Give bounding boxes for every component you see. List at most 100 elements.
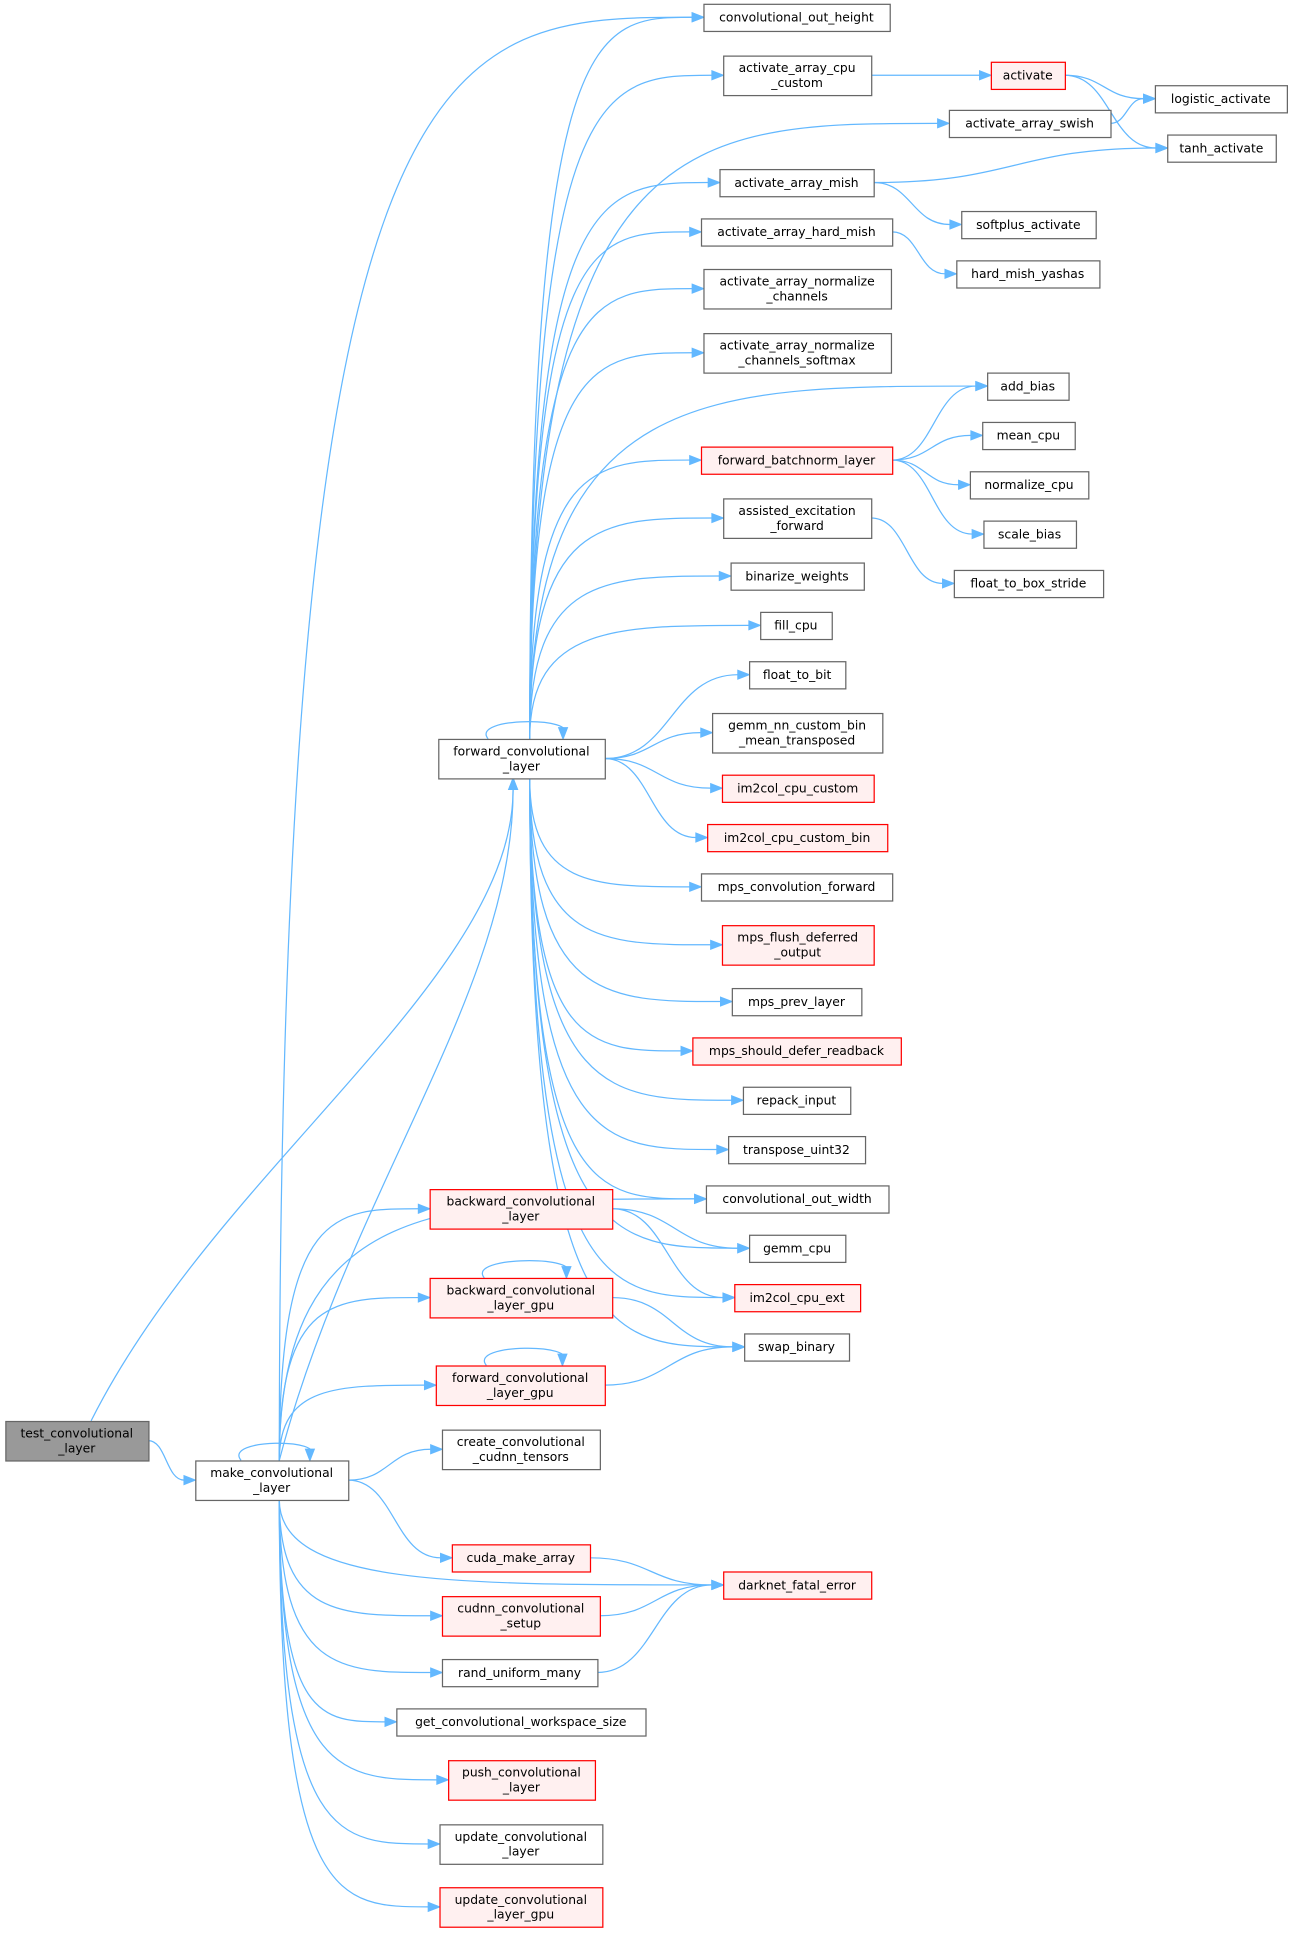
node-mean[interactable]: mean_cpu [982,421,1076,451]
node-trans[interactable]: transpose_uint32 [728,1135,867,1165]
edge-fwd-to-f2bit-arrowhead [737,669,751,680]
node-i2ce[interactable]: im2col_cpu_ext [734,1283,862,1313]
node-push[interactable]: push_convolutional_layer [448,1760,597,1801]
node-swish[interactable]: activate_array_swish [948,109,1112,139]
node-f2bs[interactable]: float_to_box_stride [953,569,1105,599]
node-box [734,1283,862,1313]
node-fwd[interactable]: forward_convolutional_layer [438,738,606,780]
node-box [987,372,1070,401]
node-label: forward_convolutional [453,744,589,758]
node-gemmnn[interactable]: gemm_nn_custom_bin_mean_transposed [711,712,884,754]
node-box [731,987,863,1017]
edge-fwd-to-mpsfl [529,778,711,946]
node-cudnns[interactable]: cudnn_convolutional_setup [441,1596,601,1637]
node-hmish[interactable]: activate_array_hard_mish [700,218,894,247]
node-f2bit[interactable]: float_to_bit [748,661,847,690]
node-box [441,1658,599,1688]
edge-fwd-to-outw [529,778,695,1200]
node-i2ccb[interactable]: im2col_cpu_custom_bin [707,823,889,853]
edge-fwd-to-outw-arrowhead [694,1193,708,1205]
node-norm[interactable]: normalize_cpu [969,471,1090,500]
edge-fwd-to-f2bit [604,674,738,760]
node-fill[interactable]: fill_cpu [760,611,833,641]
node-mpsf[interactable]: mps_convolution_forward [700,873,894,902]
node-box [721,925,875,966]
edge-fbn-to-mean [892,434,972,461]
node-anc[interactable]: activate_array_normalize_channels [703,268,893,310]
node-repack[interactable]: repack_input [742,1086,852,1116]
node-bwdg[interactable]: backward_convolutional_layer_gpu [429,1277,614,1319]
node-fwdg[interactable]: forward_convolutional_layer_gpu [435,1365,606,1407]
node-mpss[interactable]: mps_should_defer_readback [692,1037,902,1066]
edge-fwdg-to-fwdg-arrowhead [557,1353,568,1368]
node-dfe[interactable]: darknet_fatal_error [723,1571,873,1600]
edge-make-to-dfe [278,1499,712,1586]
edge-rum-to-dfe [597,1584,712,1674]
node-label: mps_flush_deferred [737,931,858,945]
edge-fbn-to-norm [892,459,959,486]
node-box [982,421,1076,451]
edge-bwd-to-gemm-arrowhead [737,1243,751,1254]
node-i2cc[interactable]: im2col_cpu_custom [721,774,875,803]
node-bwd[interactable]: backward_convolutional_layer [429,1189,614,1230]
node-softp[interactable]: softplus_activate [961,210,1097,240]
node-label: tanh_activate [1179,141,1263,155]
node-gemm[interactable]: gemm_cpu [748,1234,847,1264]
node-mish[interactable]: activate_array_mish [719,168,875,198]
node-label: add_bias [1000,379,1055,393]
edge-fwd-to-hmish-arrowhead [689,226,703,238]
node-label: hard_mish_yashas [971,267,1084,281]
node-label: get_convolutional_workspace_size [415,1715,626,1729]
node-label: make_convolutional [210,1466,333,1480]
node-tanh[interactable]: tanh_activate [1167,134,1277,163]
node-box [703,333,893,374]
edge-fwd-to-mpsf [529,778,690,888]
node-mpsfl[interactable]: mps_flush_deferred_output [721,925,875,966]
node-box [396,1708,647,1737]
edge-make-to-fwd [278,789,514,1461]
node-mpsp[interactable]: mps_prev_layer [731,987,863,1017]
node-box [448,1760,597,1801]
node-fbn[interactable]: forward_batchnorm_layer [700,446,894,475]
edges-layer [90,12,1169,1913]
node-label: cuda_make_array [467,1551,575,1565]
node-rum[interactable]: rand_uniform_many [441,1658,599,1688]
node-gws[interactable]: get_convolutional_workspace_size [396,1708,647,1737]
edge-make-to-outh [278,16,693,1461]
node-outw[interactable]: convolutional_out_width [705,1185,890,1214]
node-upd[interactable]: update_convolutional_layer [439,1824,604,1865]
edge-make-to-rum [278,1499,431,1674]
node-hmy[interactable]: hard_mish_yashas [956,260,1101,289]
edge-make-to-cma-arrowhead [440,1552,454,1564]
node-swap[interactable]: swap_binary [744,1333,851,1362]
node-make[interactable]: make_convolutional_layer [195,1460,350,1502]
node-label: gemm_nn_custom_bin [728,719,866,733]
node-act[interactable]: activate [990,61,1066,91]
node-aacc[interactable]: activate_array_cpu_custom [723,55,873,97]
edge-fwd-to-binw-arrowhead [718,570,733,582]
node-test[interactable]: test_convolutional_layer [5,1420,150,1462]
node-label: backward_convolutional [447,1283,596,1297]
node-label: mps_prev_layer [748,995,846,1009]
edge-fwdg-to-swap [604,1346,733,1386]
node-updg[interactable]: update_convolutional_layer_gpu [439,1887,604,1928]
node-binw[interactable]: binarize_weights [730,562,865,591]
node-label: forward_convolutional [452,1371,588,1385]
node-label: backward_convolutional [447,1195,596,1209]
node-logi[interactable]: logistic_activate [1154,85,1288,114]
edge-make-to-cudnnt-arrowhead [430,1444,444,1455]
node-scaleb[interactable]: scale_bias [983,520,1078,549]
edge-aacc-to-act-arrowhead [979,70,993,81]
edge-make-to-cma [348,1479,441,1559]
node-cma[interactable]: cuda_make_array [451,1544,592,1573]
node-label: create_convolutional [457,1435,585,1449]
node-cudnnt[interactable]: create_convolutional_cudnn_tensors [441,1429,601,1471]
node-label: update_convolutional [455,1830,587,1844]
node-outh[interactable]: convolutional_out_height [703,3,891,33]
node-addb[interactable]: add_bias [987,372,1070,401]
edge-fwd-to-fwd [485,721,566,740]
nodes-layer: test_convolutional_layer make_convolution… [5,3,1288,1928]
edge-make-to-fwdg [278,1384,425,1461]
node-ancs[interactable]: activate_array_normalize_channels_softma… [703,333,893,374]
node-assist[interactable]: assisted_excitation_forward [723,498,873,540]
